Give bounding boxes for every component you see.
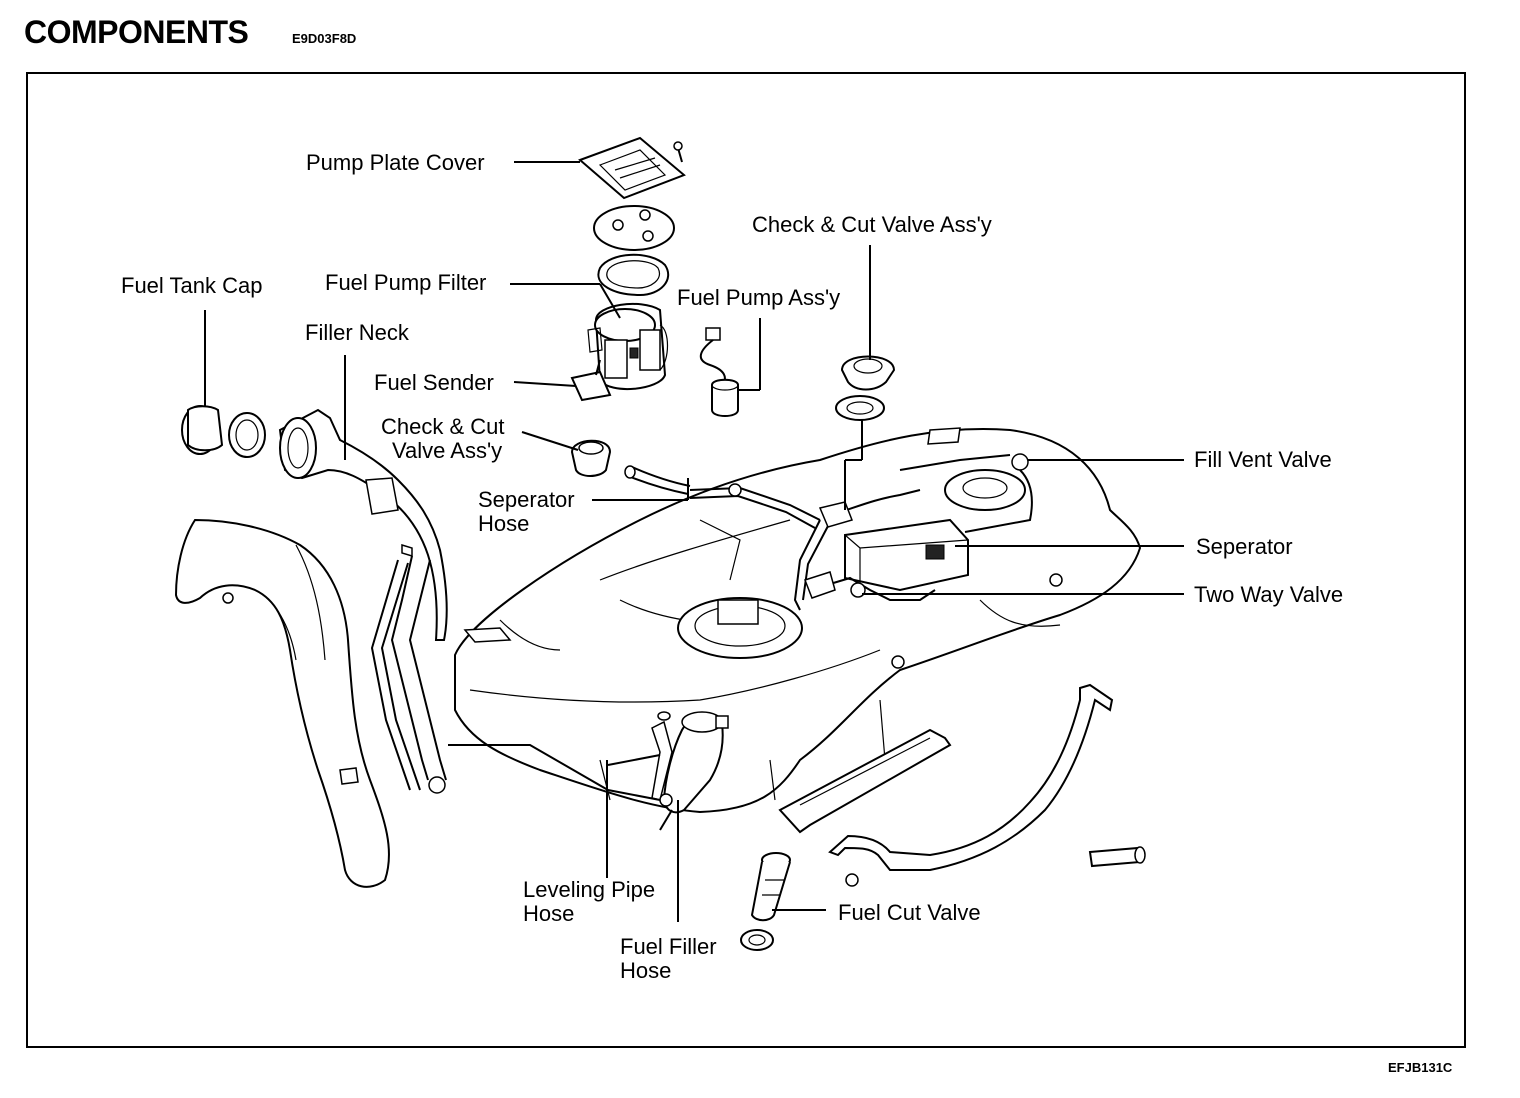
filler-neck-icon	[278, 408, 448, 794]
label-leveling-pipe-line1: Leveling Pipe	[523, 877, 655, 902]
label-two-way-valve: Two Way Valve	[1194, 582, 1343, 607]
label-fuel-tank-cap: Fuel Tank Cap	[121, 273, 262, 298]
figure-code: EFJB131C	[1388, 1060, 1453, 1075]
label-separator: Seperator	[1196, 534, 1293, 559]
tank-strap-icon	[778, 683, 1114, 887]
fuel-sender-icon	[570, 359, 612, 402]
label-fuel-sender: Fuel Sender	[374, 370, 494, 395]
label-fill-vent-valve: Fill Vent Valve	[1194, 447, 1332, 472]
leader-lines	[204, 161, 1184, 922]
fuel-filler-hose-icon	[651, 711, 729, 814]
label-fuel-filler-line2: Hose	[620, 958, 671, 983]
label-fuel-pump-filter: Fuel Pump Filter	[325, 270, 486, 295]
label-fuel-pump-assy: Fuel Pump Ass'y	[677, 285, 840, 310]
label-check-cut-left-line1: Check & Cut	[381, 414, 505, 439]
label-filler-neck: Filler Neck	[305, 320, 410, 345]
label-check-cut-left-line2: Valve Ass'y	[392, 438, 502, 463]
document-code: E9D03F8D	[292, 31, 357, 46]
label-check-cut-top: Check & Cut Valve Ass'y	[752, 212, 992, 237]
figure-frame	[26, 72, 1466, 1048]
vapor-lines	[689, 483, 936, 611]
labels: Pump Plate Cover Fuel Pump Filter Fuel T…	[121, 150, 1343, 983]
check-cut-valve-top-icon	[835, 355, 896, 421]
fuel-tank-cap-icon	[181, 405, 266, 458]
label-leveling-pipe-line2: Hose	[523, 901, 574, 926]
separator-hose-icon	[624, 465, 691, 495]
label-fuel-cut-valve: Fuel Cut Valve	[838, 900, 981, 925]
pump-plate-icon	[593, 205, 675, 251]
fuel-pump-icon	[587, 303, 669, 391]
check-cut-valve-left-icon	[570, 439, 612, 477]
page-title: COMPONENTS	[24, 14, 249, 50]
gasket-icon	[597, 253, 670, 297]
filler-protector-icon	[174, 518, 391, 888]
fuel-cut-valve-icon	[740, 852, 791, 951]
fuel-pump-assy-icon	[699, 327, 739, 417]
label-pump-plate-cover: Pump Plate Cover	[306, 150, 485, 175]
label-separator-hose-line1: Seperator	[478, 487, 575, 512]
label-separator-hose-line2: Hose	[478, 511, 529, 536]
separator-icon	[844, 518, 969, 592]
label-fuel-filler-line1: Fuel Filler	[620, 934, 717, 959]
pump-plate-cover-icon	[578, 136, 686, 200]
fill-vent-valve-icon	[899, 453, 1033, 533]
small-hose-icon	[1088, 846, 1146, 868]
fuel-tank-icon	[454, 427, 1142, 814]
